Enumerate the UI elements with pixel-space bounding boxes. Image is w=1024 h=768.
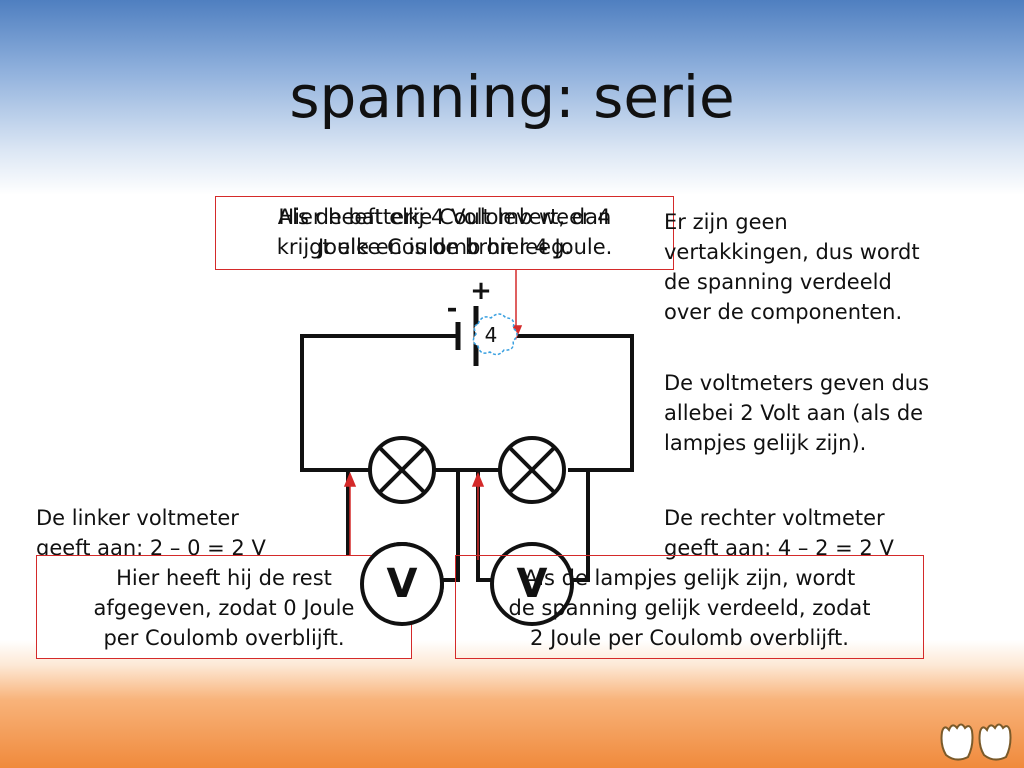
right-voltmeter-text: De rechter voltmeter geeft aan: 4 – 2 = …: [664, 506, 894, 560]
top-callout-box: [215, 196, 674, 270]
wire-right-top: [476, 334, 634, 472]
top-callout-text-a: Als de batterij 4 Volt levert, dan krijg…: [276, 205, 613, 259]
voltmeter-right-icon: [490, 542, 574, 626]
charge-cloud-icon: [472, 313, 518, 356]
hands-logo-icon: [940, 723, 1012, 761]
right-text-voltmeters: De voltmeters geven dus allebei 2 Volt a…: [664, 371, 930, 455]
voltmeter-left-label: V: [386, 561, 418, 607]
red-arrows: [343, 268, 523, 560]
circuit-wires: [300, 334, 634, 582]
wire-left-top: [300, 334, 458, 472]
right-text-no-branches: Er zijn geen vertakkingen, dus wordt de …: [664, 210, 920, 324]
voltmeter-right-label: V: [516, 561, 548, 607]
bottom-right-callout: Als de lampjes gelijk zijn, wordt de spa…: [455, 555, 924, 659]
battery-minus-sign: -: [446, 294, 458, 324]
wire-vm-left-b: [442, 470, 460, 582]
wire-vm-right-b: [572, 470, 590, 582]
lamp-right-icon: [498, 436, 566, 504]
battery-plus-sign: +: [470, 276, 492, 306]
charge-value: 4: [484, 323, 498, 347]
lamp-left-icon: [368, 436, 436, 504]
top-callout-text-b: Hier heeft elke Coulomb weer 4 Joule en …: [278, 205, 611, 259]
slide-title: spanning: serie: [289, 63, 735, 131]
left-voltmeter-text: De linker voltmeter geeft aan: 2 – 0 = 2…: [36, 506, 266, 560]
bottom-left-callout: Hier heeft hij de rest afgegeven, zodat …: [36, 555, 412, 659]
